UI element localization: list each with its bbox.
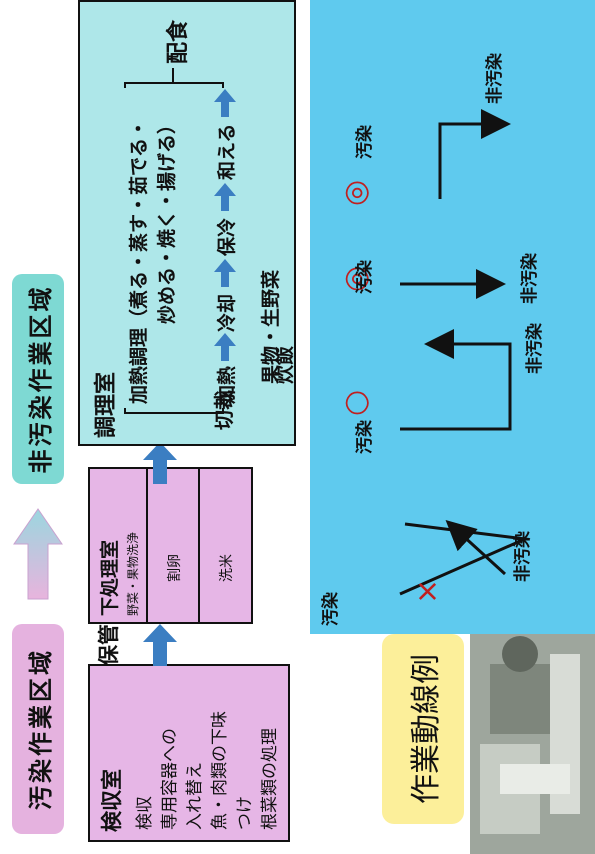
label-clean: 非汚染 bbox=[485, 53, 505, 104]
heat-cook-label: 加熱調理（煮る・蒸す・茹でる・ bbox=[128, 118, 150, 404]
cooking-room-box: 調理室 切裁 加熱調理（煮る・蒸す・茹でる・ 炒める・焼く・揚げる） 加熱 冷却… bbox=[78, 0, 296, 446]
inspection-item: 根菜類の処理 bbox=[260, 728, 280, 830]
inspection-item: 魚・肉類の下味 bbox=[210, 711, 230, 830]
symbol-cross: × bbox=[410, 578, 445, 604]
inspection-room-title: 検収室 bbox=[100, 769, 124, 832]
kitchen-photo bbox=[470, 602, 595, 854]
inspection-item: 入れ替え bbox=[185, 762, 205, 830]
bracket-right bbox=[124, 82, 224, 88]
zone-contaminated-label: 汚染作業区域 bbox=[12, 624, 64, 834]
flow-example-ok bbox=[400, 329, 512, 431]
flow-arrow-storage bbox=[143, 624, 177, 666]
zone-clean-text: 非汚染作業区域 bbox=[26, 284, 55, 474]
label-contaminated: 汚染 bbox=[355, 260, 375, 294]
label-clean: 非汚染 bbox=[525, 323, 545, 374]
prep-room-title: 下処理室 bbox=[99, 539, 121, 616]
flow-arrow-prep-to-cooking bbox=[143, 442, 177, 484]
keep-cold-label: 保冷 bbox=[216, 217, 238, 256]
flow-example-title: 作業動線例 bbox=[409, 654, 444, 804]
flow-arrow-keep-mix bbox=[214, 183, 236, 211]
serve-label: 配食 bbox=[166, 19, 191, 64]
flow-example-bad bbox=[399, 519, 531, 596]
label-clean: 非汚染 bbox=[520, 253, 540, 304]
prep-cell-egg-label: 割卵 bbox=[167, 554, 183, 582]
label-contaminated: 汚染 bbox=[355, 420, 375, 454]
flow-examples-panel: × ○ ◎ ◎ 汚染 非汚染 汚染 非汚染 汚染 非汚染 汚染 非汚染 bbox=[310, 0, 595, 634]
mix-label: 和える bbox=[216, 123, 238, 180]
heat-label: 加熱 bbox=[216, 365, 238, 404]
prep-room-sub: 野菜・果物洗浄 bbox=[126, 531, 140, 616]
prep-cell-rice: 洗米 bbox=[198, 467, 253, 624]
zone-clean-label: 非汚染作業区域 bbox=[12, 274, 64, 484]
label-contaminated: 汚染 bbox=[321, 592, 341, 626]
inspection-item: 検収 bbox=[135, 796, 155, 830]
flow-example-title-box: 作業動線例 bbox=[382, 634, 464, 824]
cooking-room-title: 調理室 bbox=[94, 371, 119, 438]
zone-transition-arrow bbox=[13, 508, 63, 600]
inspection-item: つけ bbox=[235, 796, 255, 830]
bracket-right-point bbox=[172, 68, 174, 82]
prep-cell-rice-label: 洗米 bbox=[219, 554, 235, 582]
cool-label: 冷却 bbox=[216, 293, 238, 332]
rice-label: 炊飯 bbox=[274, 345, 296, 384]
label-contaminated: 汚染 bbox=[355, 125, 375, 159]
inspection-item: 専用容器への bbox=[160, 728, 180, 830]
storage-label: 保管 bbox=[97, 624, 121, 666]
flow-example-good-2 bbox=[438, 109, 511, 199]
label-clean: 非汚染 bbox=[513, 531, 533, 582]
prep-cell-egg: 割卵 bbox=[146, 467, 200, 624]
symbol-double-circle-2: ◎ bbox=[338, 179, 373, 206]
flow-arrow-heat-cool bbox=[214, 333, 236, 361]
inspection-room-box: 検収室 検収 専用容器への 入れ替え 魚・肉類の下味 つけ 根菜類の処理 bbox=[88, 664, 290, 842]
flow-arrow-mix-serve bbox=[214, 89, 236, 117]
heat-cook-label-2: 炒める・焼く・揚げる） bbox=[156, 114, 178, 324]
zone-contaminated-text: 汚染作業区域 bbox=[26, 648, 55, 810]
prep-room-box: 下処理室 野菜・果物洗浄 bbox=[88, 467, 148, 624]
flow-examples-svg bbox=[399, 109, 531, 596]
flow-arrow-cool-keep bbox=[214, 259, 236, 287]
symbol-circle: ○ bbox=[338, 389, 373, 416]
